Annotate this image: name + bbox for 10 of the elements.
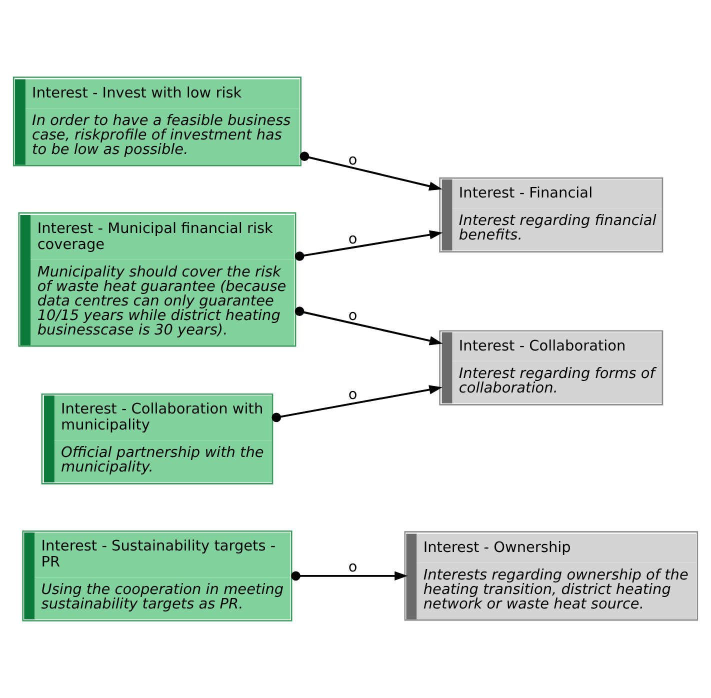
arrow xyxy=(294,230,443,261)
arrow xyxy=(291,571,408,581)
edge-label: o xyxy=(348,560,358,576)
arrow xyxy=(272,385,442,422)
edge-label: o xyxy=(348,232,358,248)
arrow xyxy=(294,306,443,346)
edge-label: o xyxy=(348,308,358,324)
arrow xyxy=(300,152,442,191)
edge-label: o xyxy=(348,387,358,404)
edge-label: o xyxy=(348,152,358,169)
